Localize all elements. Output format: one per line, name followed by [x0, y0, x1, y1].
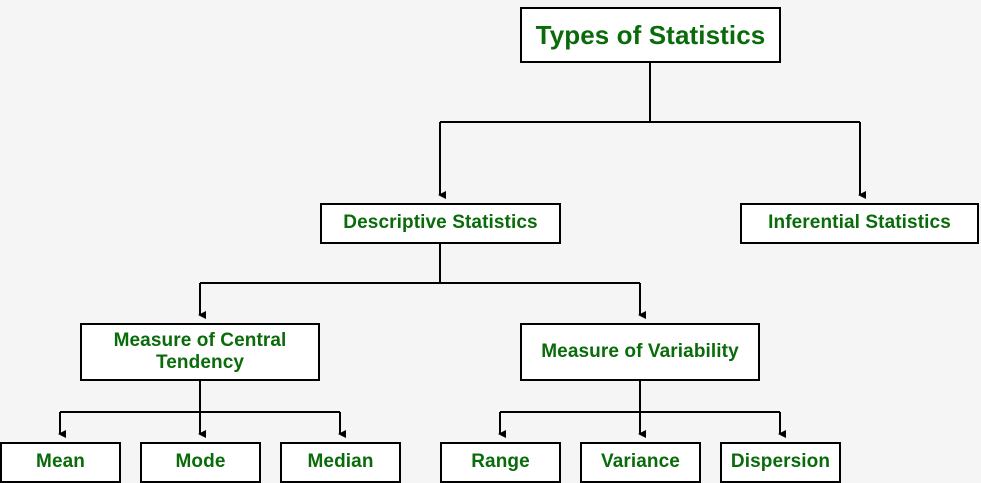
node-dispersion[interactable]: Dispersion	[720, 442, 841, 483]
edge-descriptive-to-level2	[198, 244, 646, 319]
node-label: Median	[307, 451, 374, 473]
node-label: Range	[471, 451, 530, 473]
node-label: Dispersion	[730, 451, 831, 473]
node-label: Inferential Statistics	[768, 212, 951, 234]
node-mean[interactable]: Mean	[0, 442, 121, 483]
node-mode[interactable]: Mode	[140, 442, 261, 483]
node-measure-of-variability[interactable]: Measure of Variability	[520, 323, 760, 381]
node-label: Measure of Central Tendency	[113, 329, 287, 373]
node-root-types-of-statistics[interactable]: Types of Statistics	[520, 7, 781, 63]
edge-root-to-level1	[438, 63, 866, 199]
node-range[interactable]: Range	[440, 442, 561, 483]
node-median[interactable]: Median	[280, 442, 401, 483]
node-measure-of-central-tendency[interactable]: Measure of Central Tendency	[80, 323, 320, 381]
node-label: Mean	[36, 451, 85, 473]
node-inferential-statistics[interactable]: Inferential Statistics	[740, 203, 979, 244]
node-label: Mode	[175, 451, 226, 473]
node-label: Descriptive Statistics	[343, 212, 538, 234]
node-label: Types of Statistics	[535, 19, 766, 50]
node-descriptive-statistics[interactable]: Descriptive Statistics	[320, 203, 561, 244]
edge-variability-to-leaves	[498, 381, 786, 438]
edge-central-tendency-to-leaves	[58, 381, 346, 438]
node-label: Variance	[601, 451, 680, 473]
node-label: Measure of Variability	[541, 340, 739, 362]
node-variance[interactable]: Variance	[580, 442, 701, 483]
